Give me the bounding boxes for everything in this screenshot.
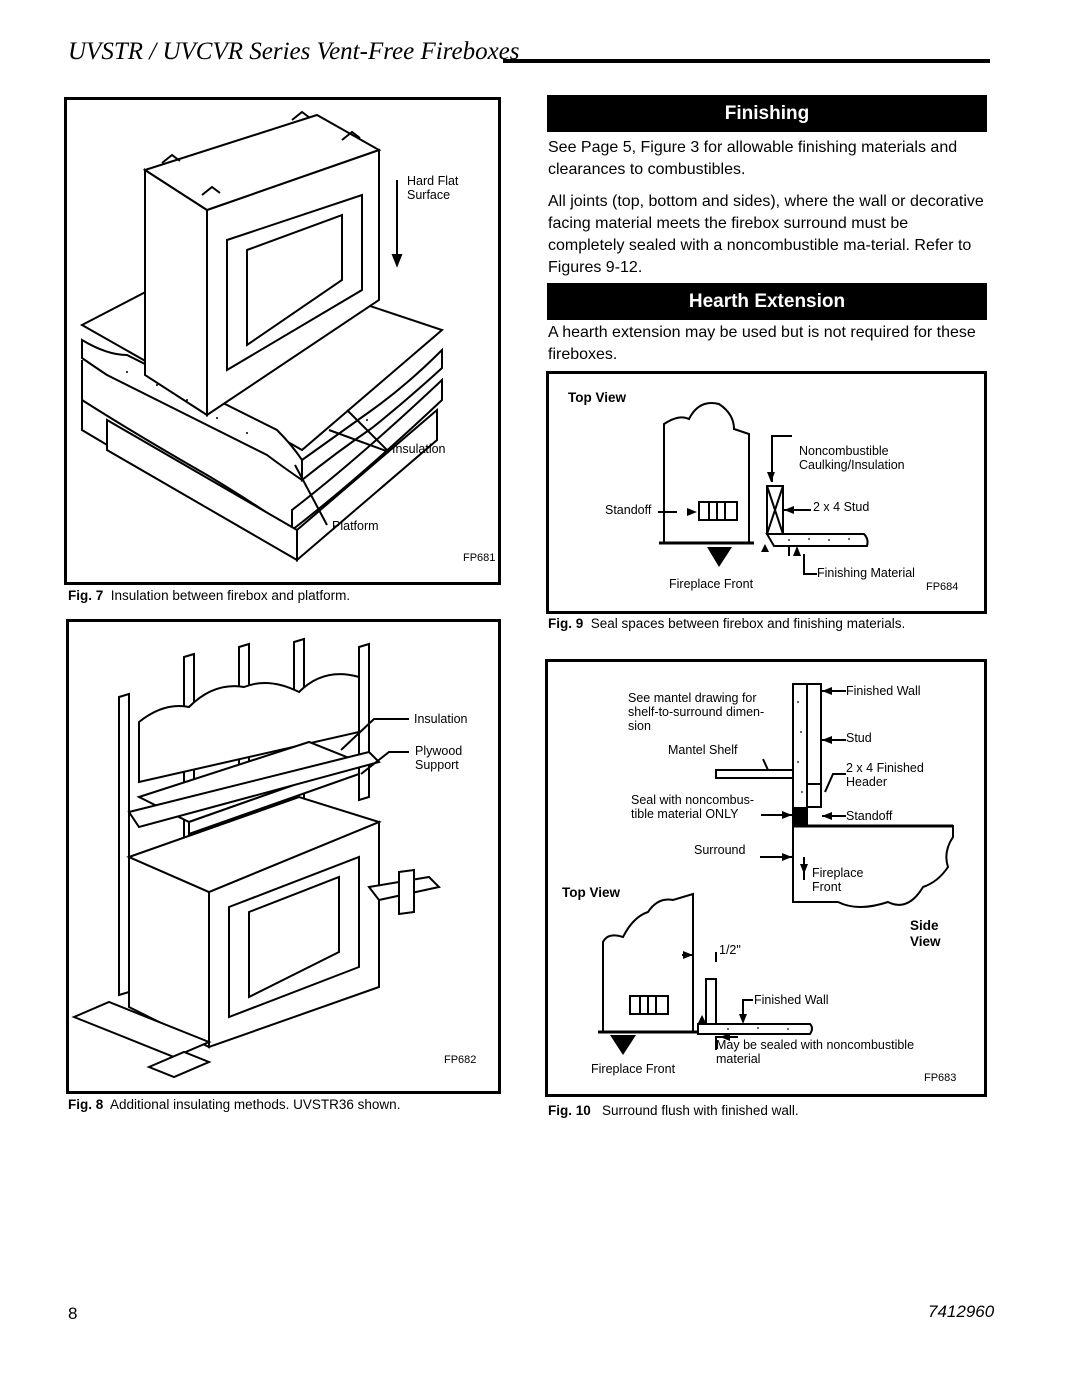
header-rule [503,59,990,63]
label-top-view: Top View [562,885,621,900]
figure-8-caption: Fig. 8 Additional insulating methods. UV… [68,1097,401,1112]
label-finished-wall-bottom: Finished Wall [754,993,829,1007]
finishing-heading: Finishing [547,95,987,132]
label-stud: Stud [846,731,872,745]
label-standoff: Standoff [605,503,652,517]
label-insulation: Insulation [392,442,446,456]
figure-9-illustration [658,402,869,575]
page-number: 8 [68,1304,78,1323]
hearth-extension-heading: Hearth Extension [547,283,987,320]
hearth-paragraph-1: A hearth extension may be used but is no… [548,324,976,363]
finishing-paragraph-1: See Page 5, Figure 3 for allowable finis… [548,139,958,178]
label-platform: Platform [332,519,379,533]
label-half-inch: 1/2" [719,943,741,957]
figure-code: FP682 [444,1054,477,1066]
figure-8-illustration [71,637,442,1079]
figure-code: FP681 [463,552,496,564]
label-finished-wall-top: Finished Wall [846,684,921,698]
figure-10-caption: Fig. 10 Surround flush with finished wal… [548,1103,799,1118]
label-seal-noncombustible: Seal with noncombus-tible material ONLY [631,793,754,821]
label-standoff: Standoff [846,809,893,823]
figure-7-caption: Fig. 7 Insulation between firebox and pl… [68,588,351,603]
figure-10-illustration [598,683,954,1055]
page-title: UVSTR / UVCVR Series Vent-Free Fireboxes [68,38,520,65]
label-insulation: Insulation [414,712,468,726]
label-top-view: Top View [568,390,627,405]
label-fireplace-front: Fireplace Front [669,577,754,591]
figure-code: FP683 [924,1072,957,1084]
label-mantel-shelf: Mantel Shelf [668,743,738,757]
figure-code: FP684 [926,581,959,593]
label-finishing-material: Finishing Material [817,566,915,580]
figure-7-illustration [79,110,444,563]
figure-9-caption: Fig. 9 Seal spaces between firebox and f… [548,616,906,631]
document-number: 7412960 [928,1302,995,1321]
label-stud: 2 x 4 Stud [813,500,870,514]
label-surround: Surround [694,843,746,857]
finishing-paragraph-2: All joints (top, bottom and sides), wher… [548,193,984,276]
label-fireplace-front-top: Fireplace Front [591,1062,676,1076]
